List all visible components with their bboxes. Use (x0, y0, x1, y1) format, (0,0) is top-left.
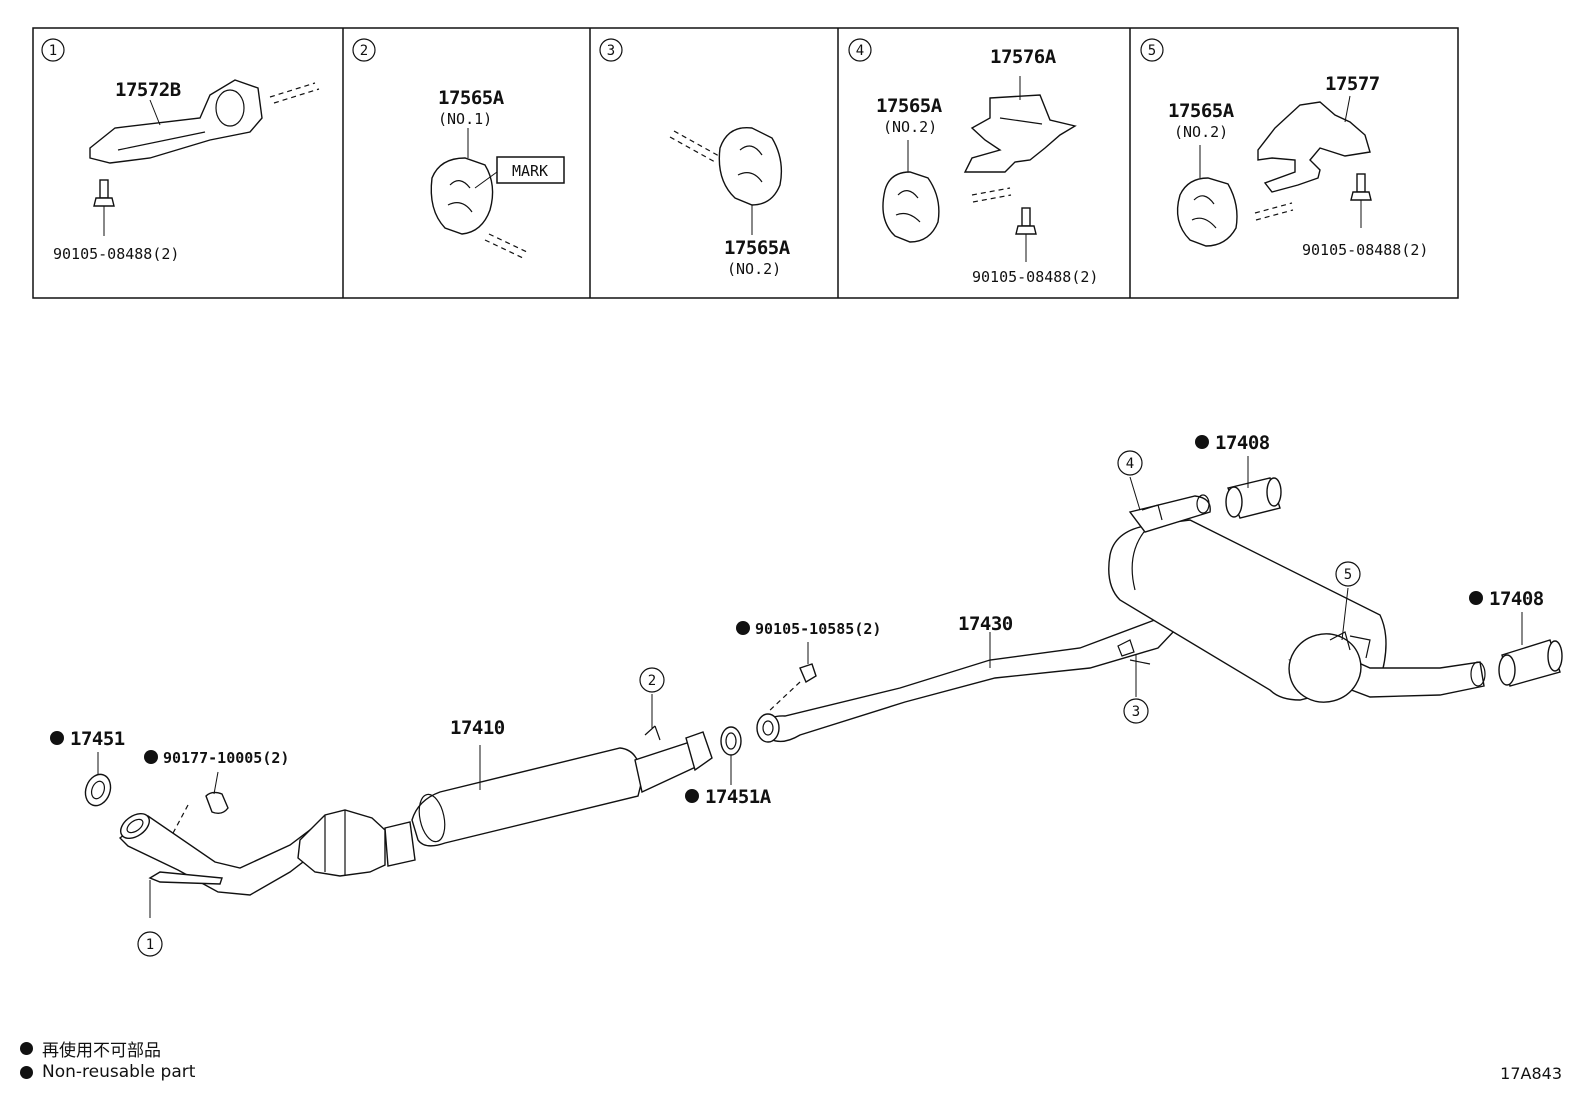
callout-1: 1 (137, 880, 163, 957)
bullet-icon (20, 1065, 33, 1079)
panel-5-part-label: 17565A (1168, 100, 1235, 122)
legend-japanese: 再使用不可部品 (20, 1036, 161, 1061)
panel-3-number: 3 (607, 43, 615, 59)
label-17430: 17430 (958, 613, 1013, 635)
bullet-icon (20, 1042, 33, 1055)
nut-90177 (205, 791, 229, 815)
label-17410: 17410 (450, 717, 505, 739)
panel-3-part-sub: (NO.2) (727, 260, 781, 278)
legend-jp-text: 再使用不可部品 (42, 1041, 161, 1061)
panel-1-number: 1 (49, 43, 57, 59)
svg-text:4: 4 (1126, 456, 1134, 472)
callout-2: 2 (639, 667, 665, 728)
label-17408-lower: 17408 (1489, 588, 1544, 610)
label-90177: 90177-10005(2) (163, 749, 289, 767)
callout-4: 4 (1117, 450, 1143, 511)
label-90105-10585: 90105-10585(2) (755, 620, 881, 638)
svg-text:2: 2 (648, 673, 656, 689)
legend-en-text: Non-reusable part (42, 1062, 196, 1082)
label-17408-upper: 17408 (1215, 432, 1270, 454)
panel-2-part-label: 17565A (438, 87, 505, 109)
panel-5-part-sub: (NO.2) (1174, 123, 1228, 141)
callout-5: 5 (1335, 561, 1361, 641)
diagram-code: 17A843 (1500, 1064, 1562, 1083)
panel-5: 5 17577 17565A (NO.2) 90105-08488(2) (1140, 38, 1428, 259)
svg-text:1: 1 (146, 937, 154, 953)
panel-1-bolt-label: 90105-08488(2) (53, 245, 179, 263)
svg-text:5: 5 (1344, 567, 1352, 583)
panel-3: 3 17565A (NO.2) (599, 38, 791, 278)
callout-3: 3 (1123, 654, 1149, 724)
panel-5-number: 5 (1148, 43, 1156, 59)
panel-2: 2 MARK 17565A (NO.1) (352, 38, 565, 259)
label-17451: 17451 (70, 728, 125, 750)
panel-4-bracket-label: 17576A (990, 46, 1057, 68)
panel-1-part-label: 17572B (115, 79, 181, 101)
legend-english: Non-reusable part (20, 1062, 195, 1082)
panel-2-mark-label: MARK (512, 162, 548, 180)
panel-5-bracket-label: 17577 (1325, 73, 1380, 95)
front-pipe-17410 (118, 725, 713, 896)
label-17451a: 17451A (705, 786, 772, 808)
panel-4: 4 17576A 17565A (NO.2) 90105-08488(2) (848, 38, 1098, 286)
gasket-17451 (84, 773, 112, 807)
bolt-90105-10585 (799, 663, 817, 684)
detail-panels (32, 27, 1459, 299)
panel-4-part-sub: (NO.2) (883, 118, 937, 136)
svg-text:3: 3 (1132, 704, 1140, 720)
panel-2-part-sub: (NO.1) (438, 110, 492, 128)
panel-5-bolt-label: 90105-08488(2) (1302, 241, 1428, 259)
panel-4-bolt-label: 90105-08488(2) (972, 268, 1098, 286)
panel-4-part-label: 17565A (876, 95, 943, 117)
main-muffler (1108, 494, 1486, 703)
panel-1: 1 17572B 90105-08488(2) (41, 38, 320, 263)
gasket-17451a (720, 726, 742, 756)
panel-4-number: 4 (856, 43, 864, 59)
panel-3-part-label: 17565A (724, 237, 791, 259)
panel-2-number: 2 (360, 43, 368, 59)
